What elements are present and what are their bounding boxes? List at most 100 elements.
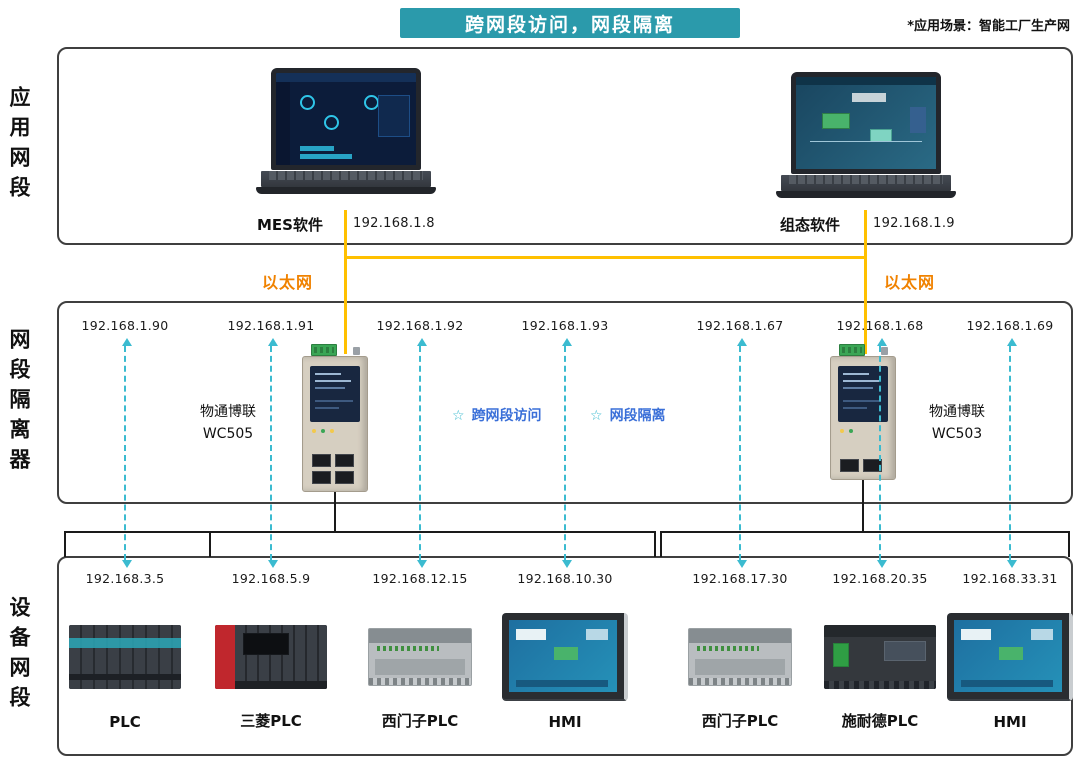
gateway-body <box>830 356 896 480</box>
bus-left <box>64 531 656 533</box>
isolator-ip-2: 192.168.1.91 <box>227 318 315 333</box>
feature-segment-isolation: ☆网段隔离 <box>590 405 666 425</box>
isolator-ip-7: 192.168.1.69 <box>966 318 1054 333</box>
gateway-wc505 <box>302 344 368 492</box>
gateway-leds <box>312 429 334 433</box>
ethernet-line-right <box>864 210 867 354</box>
gateway-panel <box>310 366 360 422</box>
ethernet-line-left <box>344 210 347 354</box>
schneider-plc-image <box>824 625 936 689</box>
mapping-arrow-2 <box>268 338 278 568</box>
gateway-ethernet-ports <box>312 454 354 484</box>
gateway-leds <box>840 429 853 433</box>
ethernet-label-left: 以太网 <box>262 273 314 292</box>
device-segment-label: 设备网段 <box>2 556 36 756</box>
device-ip: 192.168.10.30 <box>517 571 613 586</box>
gateway-antenna-port <box>353 347 360 355</box>
plc-image <box>69 625 181 689</box>
mes-ip-label: 192.168.1.8 <box>353 216 435 231</box>
mapping-arrow-4 <box>562 338 572 568</box>
gateway-brand: 物通博联 <box>200 404 256 420</box>
mes-dashboard-screen <box>276 73 416 165</box>
device-plc: 192.168.3.5 PLC <box>60 569 190 731</box>
isolator-ip-4: 192.168.1.93 <box>521 318 609 333</box>
bus-stub <box>1068 531 1070 557</box>
siemens-plc-image <box>688 628 792 686</box>
device-label: HMI <box>993 713 1027 731</box>
feature-text: 跨网段访问 <box>471 408 542 424</box>
device-siemens-plc-1: 192.168.12.15 西门子PLC <box>355 569 485 731</box>
device-label: 施耐德PLC <box>841 712 919 730</box>
mapping-arrow-3 <box>417 338 427 568</box>
device-ip: 192.168.17.30 <box>692 571 788 586</box>
bus-stub <box>64 531 66 557</box>
star-icon: ☆ <box>452 408 465 424</box>
hmi-image <box>502 613 628 701</box>
scada-software-label: 组态软件 <box>779 216 840 234</box>
isolator-ip-6: 192.168.1.68 <box>836 318 924 333</box>
gateway-terminal-block <box>311 344 337 356</box>
title-banner-text: 跨网段访问，网段隔离 <box>464 13 675 36</box>
isolator-ip-5: 192.168.1.67 <box>696 318 784 333</box>
ethernet-label-right: 以太网 <box>884 273 936 292</box>
mapping-arrow-6 <box>877 338 887 568</box>
laptop-screen <box>791 72 941 174</box>
scenario-note: *应用场景：智能工厂生产网 <box>907 19 1070 34</box>
device-mitsubishi-plc: 192.168.5.9 三菱PLC <box>206 569 336 731</box>
device-siemens-plc-2: 192.168.17.30 西门子PLC <box>675 569 805 731</box>
device-label: PLC <box>109 713 141 731</box>
isolator-ip-1: 192.168.1.90 <box>81 318 169 333</box>
siemens-plc-image <box>368 628 472 686</box>
isolator-ip-3: 192.168.1.92 <box>376 318 464 333</box>
bus-drop-left <box>334 492 336 532</box>
device-hmi-2: 192.168.33.31 HMI <box>945 569 1075 731</box>
gateway-model: WC505 <box>202 425 254 442</box>
bus-stub <box>209 531 211 557</box>
device-ip: 192.168.5.9 <box>231 571 311 586</box>
device-ip: 192.168.20.35 <box>832 571 928 586</box>
laptop-keyboard <box>781 175 951 191</box>
title-banner: 跨网段访问，网段隔离 <box>400 8 740 38</box>
mapping-arrow-7 <box>1007 338 1017 568</box>
gateway-terminal-block <box>839 344 865 356</box>
device-label: 西门子PLC <box>701 712 779 730</box>
gateway-antenna-port <box>881 347 888 355</box>
gateway-brand: 物通博联 <box>929 404 985 420</box>
ethernet-line-horizontal <box>344 256 867 259</box>
laptop-base <box>776 191 956 198</box>
mapping-arrow-1 <box>122 338 132 568</box>
gateway-ethernet-ports <box>840 459 882 472</box>
feature-cross-segment: ☆ 跨网段访问 <box>452 405 542 425</box>
device-label: 西门子PLC <box>381 712 459 730</box>
gateway-body <box>302 356 368 492</box>
hmi-image <box>947 613 1073 701</box>
device-schneider-plc: 192.168.20.35 施耐德PLC <box>815 569 945 731</box>
app-segment-label: 应用网段 <box>2 47 36 245</box>
device-label: 三菱PLC <box>240 712 302 730</box>
scada-ip-label: 192.168.1.9 <box>873 216 955 231</box>
laptop-mes <box>256 68 436 194</box>
device-ip: 192.168.12.15 <box>372 571 468 586</box>
device-ip: 192.168.33.31 <box>962 571 1058 586</box>
device-ip: 192.168.3.5 <box>85 571 165 586</box>
gateway-wc503-label: 物通博联 WC503 <box>907 402 1007 445</box>
app-segment-label-text: 应用网段 <box>7 86 31 206</box>
isolator-segment-label: 网段隔离器 <box>2 301 36 504</box>
mitsubishi-plc-image <box>215 625 327 689</box>
device-segment-label-text: 设备网段 <box>7 596 31 716</box>
bus-stub <box>660 531 662 557</box>
feature-text: 网段隔离 <box>609 408 666 424</box>
app-segment-box <box>57 47 1073 245</box>
scada-screen <box>796 77 936 169</box>
gateway-wc503 <box>830 344 896 480</box>
laptop-scada <box>776 72 956 198</box>
device-label: HMI <box>548 713 582 731</box>
mapping-arrow-5 <box>737 338 747 568</box>
gateway-model: WC503 <box>931 425 983 442</box>
bus-stub <box>654 531 656 557</box>
laptop-base <box>256 187 436 194</box>
isolator-segment-label-text: 网段隔离器 <box>7 327 31 478</box>
bus-right <box>660 531 1070 533</box>
laptop-keyboard <box>261 171 431 187</box>
